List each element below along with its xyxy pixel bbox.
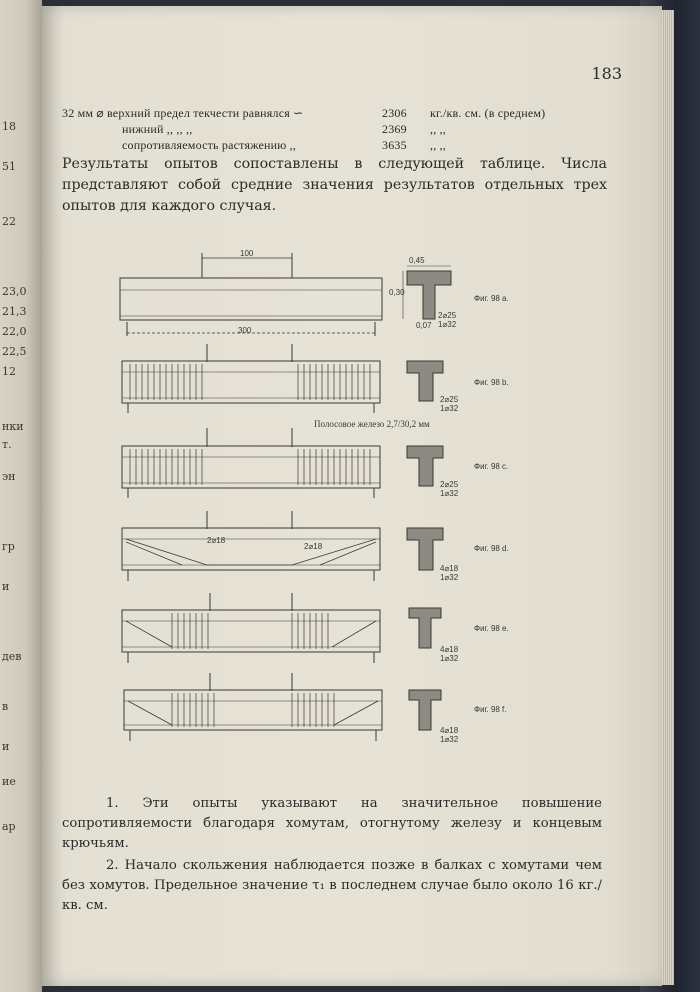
section-bar-label: 1⌀32 (440, 654, 459, 663)
facing-page-fragment: 12 (2, 365, 16, 378)
conclusions: 1. Эти опыты указывают на значительное п… (62, 794, 602, 918)
dim-flange-width: 0,45 (409, 256, 425, 265)
figure-caption-b: Фиг. 98 b. (474, 378, 509, 387)
beam-diagram-a (119, 253, 383, 336)
figure-caption-c: Фиг. 98 c. (474, 462, 509, 471)
facing-page-fragment: 23,0 (2, 285, 27, 298)
facing-page-fragment: дев (2, 650, 22, 663)
data-line-label: 32 мм ⌀ верхний предел текчести равнялся… (62, 106, 304, 120)
section-bar-label: 1⌀32 (440, 735, 459, 744)
facing-page-fragment: гр (2, 540, 15, 553)
page-stack-edges (662, 10, 674, 985)
data-line-label: нижний ,, ,, ,, (122, 122, 193, 136)
facing-page-fragment: 51 (2, 160, 16, 173)
figure-caption-a: Фиг. 98 a. (474, 294, 509, 303)
section-b (406, 360, 444, 402)
beam-diagram-f (123, 673, 383, 741)
data-line-value: 2306 (382, 106, 407, 120)
data-line-unit: кг./кв. см. (в среднем) (430, 106, 546, 120)
facing-page-fragment: ар (2, 820, 16, 833)
conclusion-1: 1. Эти опыты указывают на значительное п… (62, 796, 602, 851)
beam-figures (119, 253, 452, 741)
facing-page-fragment: т. (2, 438, 12, 451)
beam-diagram-c (121, 428, 381, 498)
section-bar-label: 4⌀18 (440, 564, 459, 573)
facing-page-fragment: 21,3 (2, 305, 27, 318)
figure-caption-d: Фиг. 98 d. (474, 544, 509, 553)
section-f (408, 689, 442, 731)
section-bar-label: 2⌀25 (438, 311, 457, 320)
data-line-label: сопротивляемость растяжению ,, (122, 138, 297, 152)
dim-load-spacing: 100 (240, 249, 254, 258)
dim-depth: 0,30 (389, 288, 405, 297)
strip-iron-callout: Полосовое железо 2,7/30,2 мм (314, 419, 430, 429)
bent-bar-label-left: 2⌀18 (207, 536, 226, 545)
page-number: 183 (591, 64, 622, 83)
section-bar-label: 2⌀25 (440, 395, 459, 404)
section-e (408, 607, 442, 649)
beam-diagram-b (121, 344, 381, 413)
beam-diagram-e (121, 593, 381, 663)
section-c (406, 445, 444, 487)
facing-page-fragment: 22,0 (2, 325, 27, 338)
section-bar-label: 1⌀32 (440, 573, 459, 582)
beam-diagram-d (121, 511, 381, 581)
facing-page-fragment: 22 (2, 215, 16, 228)
data-line-unit: ,, ,, (430, 122, 446, 136)
intro-paragraph: Результаты опытов сопоставлены в следующ… (62, 156, 607, 214)
facing-page-fragment: в (2, 700, 9, 713)
facing-page-fragment: ие (2, 775, 16, 788)
dim-span: 300 (238, 326, 252, 335)
facing-page-fragment: и (2, 580, 10, 593)
data-line-unit: ,, ,, (430, 138, 446, 152)
data-line-value: 2369 (382, 122, 407, 136)
facing-page-edge: 18 51 22 23,0 21,3 22,0 22,5 12 нки т. э… (0, 0, 42, 992)
section-bar-label: 4⌀18 (440, 726, 459, 735)
section-bar-label: 1⌀32 (440, 404, 459, 413)
facing-page-fragment: эн (2, 470, 16, 483)
dim-web-width: 0,07 (416, 321, 432, 330)
conclusion-2: 2. Начало скольжения наблюдается позже в… (62, 858, 602, 913)
facing-page-fragment: нки (2, 420, 24, 433)
figure-caption-f: Фиг. 98 f. (474, 705, 507, 714)
section-bar-label: 2⌀25 (440, 480, 459, 489)
facing-page-fragment: и (2, 740, 10, 753)
facing-page-fragment: 22,5 (2, 345, 27, 358)
book-page: 183 32 мм ⌀ верхний предел текчести равн… (42, 6, 662, 986)
section-d (406, 527, 444, 571)
bent-bar-label-right: 2⌀18 (304, 542, 323, 551)
section-a (402, 265, 452, 320)
section-bar-label: 1⌀32 (438, 320, 457, 329)
facing-page-fragment: 18 (2, 120, 16, 133)
section-bar-label: 1⌀32 (440, 489, 459, 498)
section-bar-label: 4⌀18 (440, 645, 459, 654)
figure-caption-e: Фиг. 98 e. (474, 624, 509, 633)
data-line-value: 3635 (382, 138, 407, 152)
